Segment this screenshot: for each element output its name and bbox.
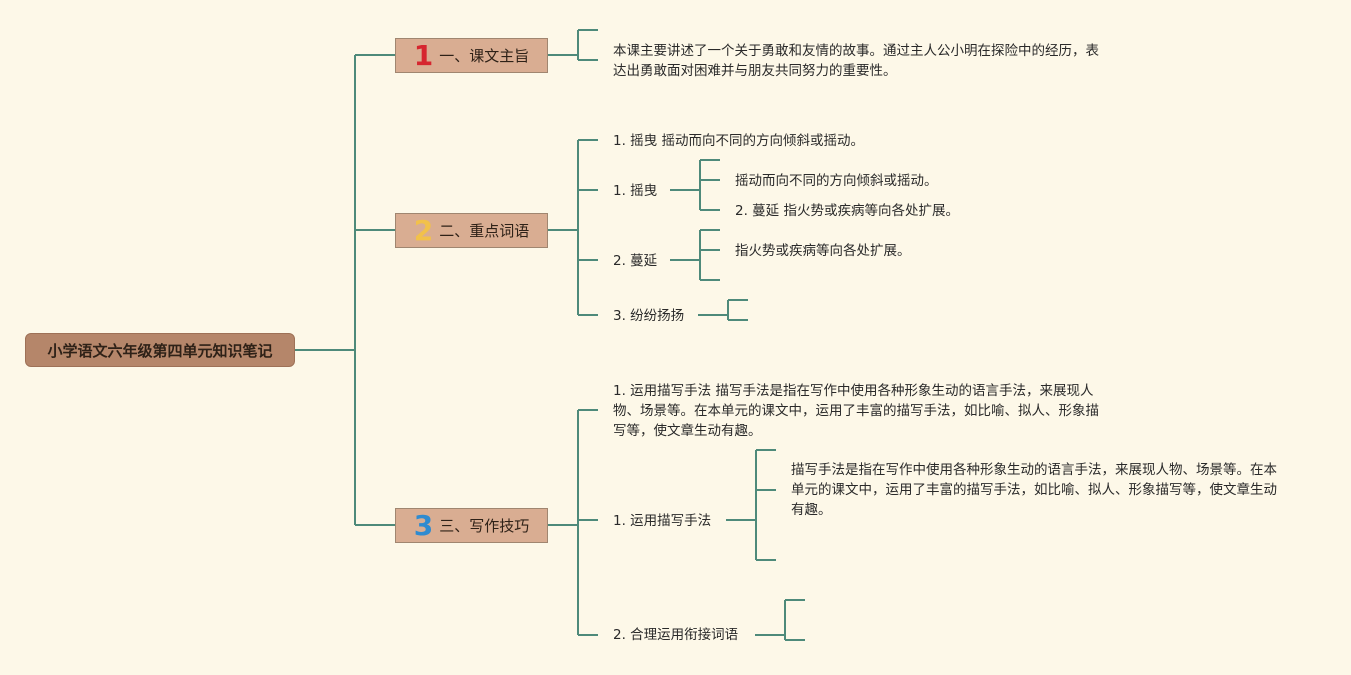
branch-writing-skills-label: 三、写作技巧 [439,517,530,535]
branch-key-words-label: 二、重点词语 [439,222,530,240]
vocab-item-yaoye-definition[interactable]: 1. 摇曳 摇动而向不同的方向倾斜或摇动。 [613,133,864,149]
branch-theme[interactable]: 1 一、课文主旨 [395,38,548,73]
root-topic[interactable]: 小学语文六年级第四单元知识笔记 [25,333,295,367]
writing-item-description[interactable]: 1. 运用描写手法 [613,513,712,529]
branch-key-words[interactable]: 2 二、重点词语 [395,213,548,248]
number-1-icon: 1 [413,38,434,72]
branch-theme-label: 一、课文主旨 [439,47,530,65]
number-2-icon: 2 [413,213,434,247]
writing-item-description-detail[interactable]: 1. 运用描写手法 描写手法是指在写作中使用各种形象生动的语言手法，来展现人物、… [613,383,1099,439]
branch-writing-skills[interactable]: 3 三、写作技巧 [395,508,548,543]
root-topic-label: 小学语文六年级第四单元知识笔记 [47,341,273,360]
writing-item-description-sub[interactable]: 描写手法是指在写作中使用各种形象生动的语言手法，来展现人物、场景等。在本单元的课… [791,462,1277,518]
vocab-item-manyan-definition[interactable]: 指火势或疾病等向各处扩展。 [735,243,911,259]
theme-summary[interactable]: 本课主要讲述了一个关于勇敢和友情的故事。通过主人公小明在探险中的经历，表达出勇敢… [613,43,1099,79]
vocab-item-yaoye-sub-manyan[interactable]: 2. 蔓延 指火势或疾病等向各处扩展。 [735,203,959,219]
vocab-item-fenfenyangyang[interactable]: 3. 纷纷扬扬 [613,308,685,324]
vocab-item-yaoye[interactable]: 1. 摇曳 [613,183,658,199]
writing-item-connectives[interactable]: 2. 合理运用衔接词语 [613,627,739,643]
vocab-item-yaoye-sub-definition[interactable]: 摇动而向不同的方向倾斜或摇动。 [735,173,938,189]
number-3-icon: 3 [413,508,434,542]
vocab-item-manyan[interactable]: 2. 蔓延 [613,253,658,269]
